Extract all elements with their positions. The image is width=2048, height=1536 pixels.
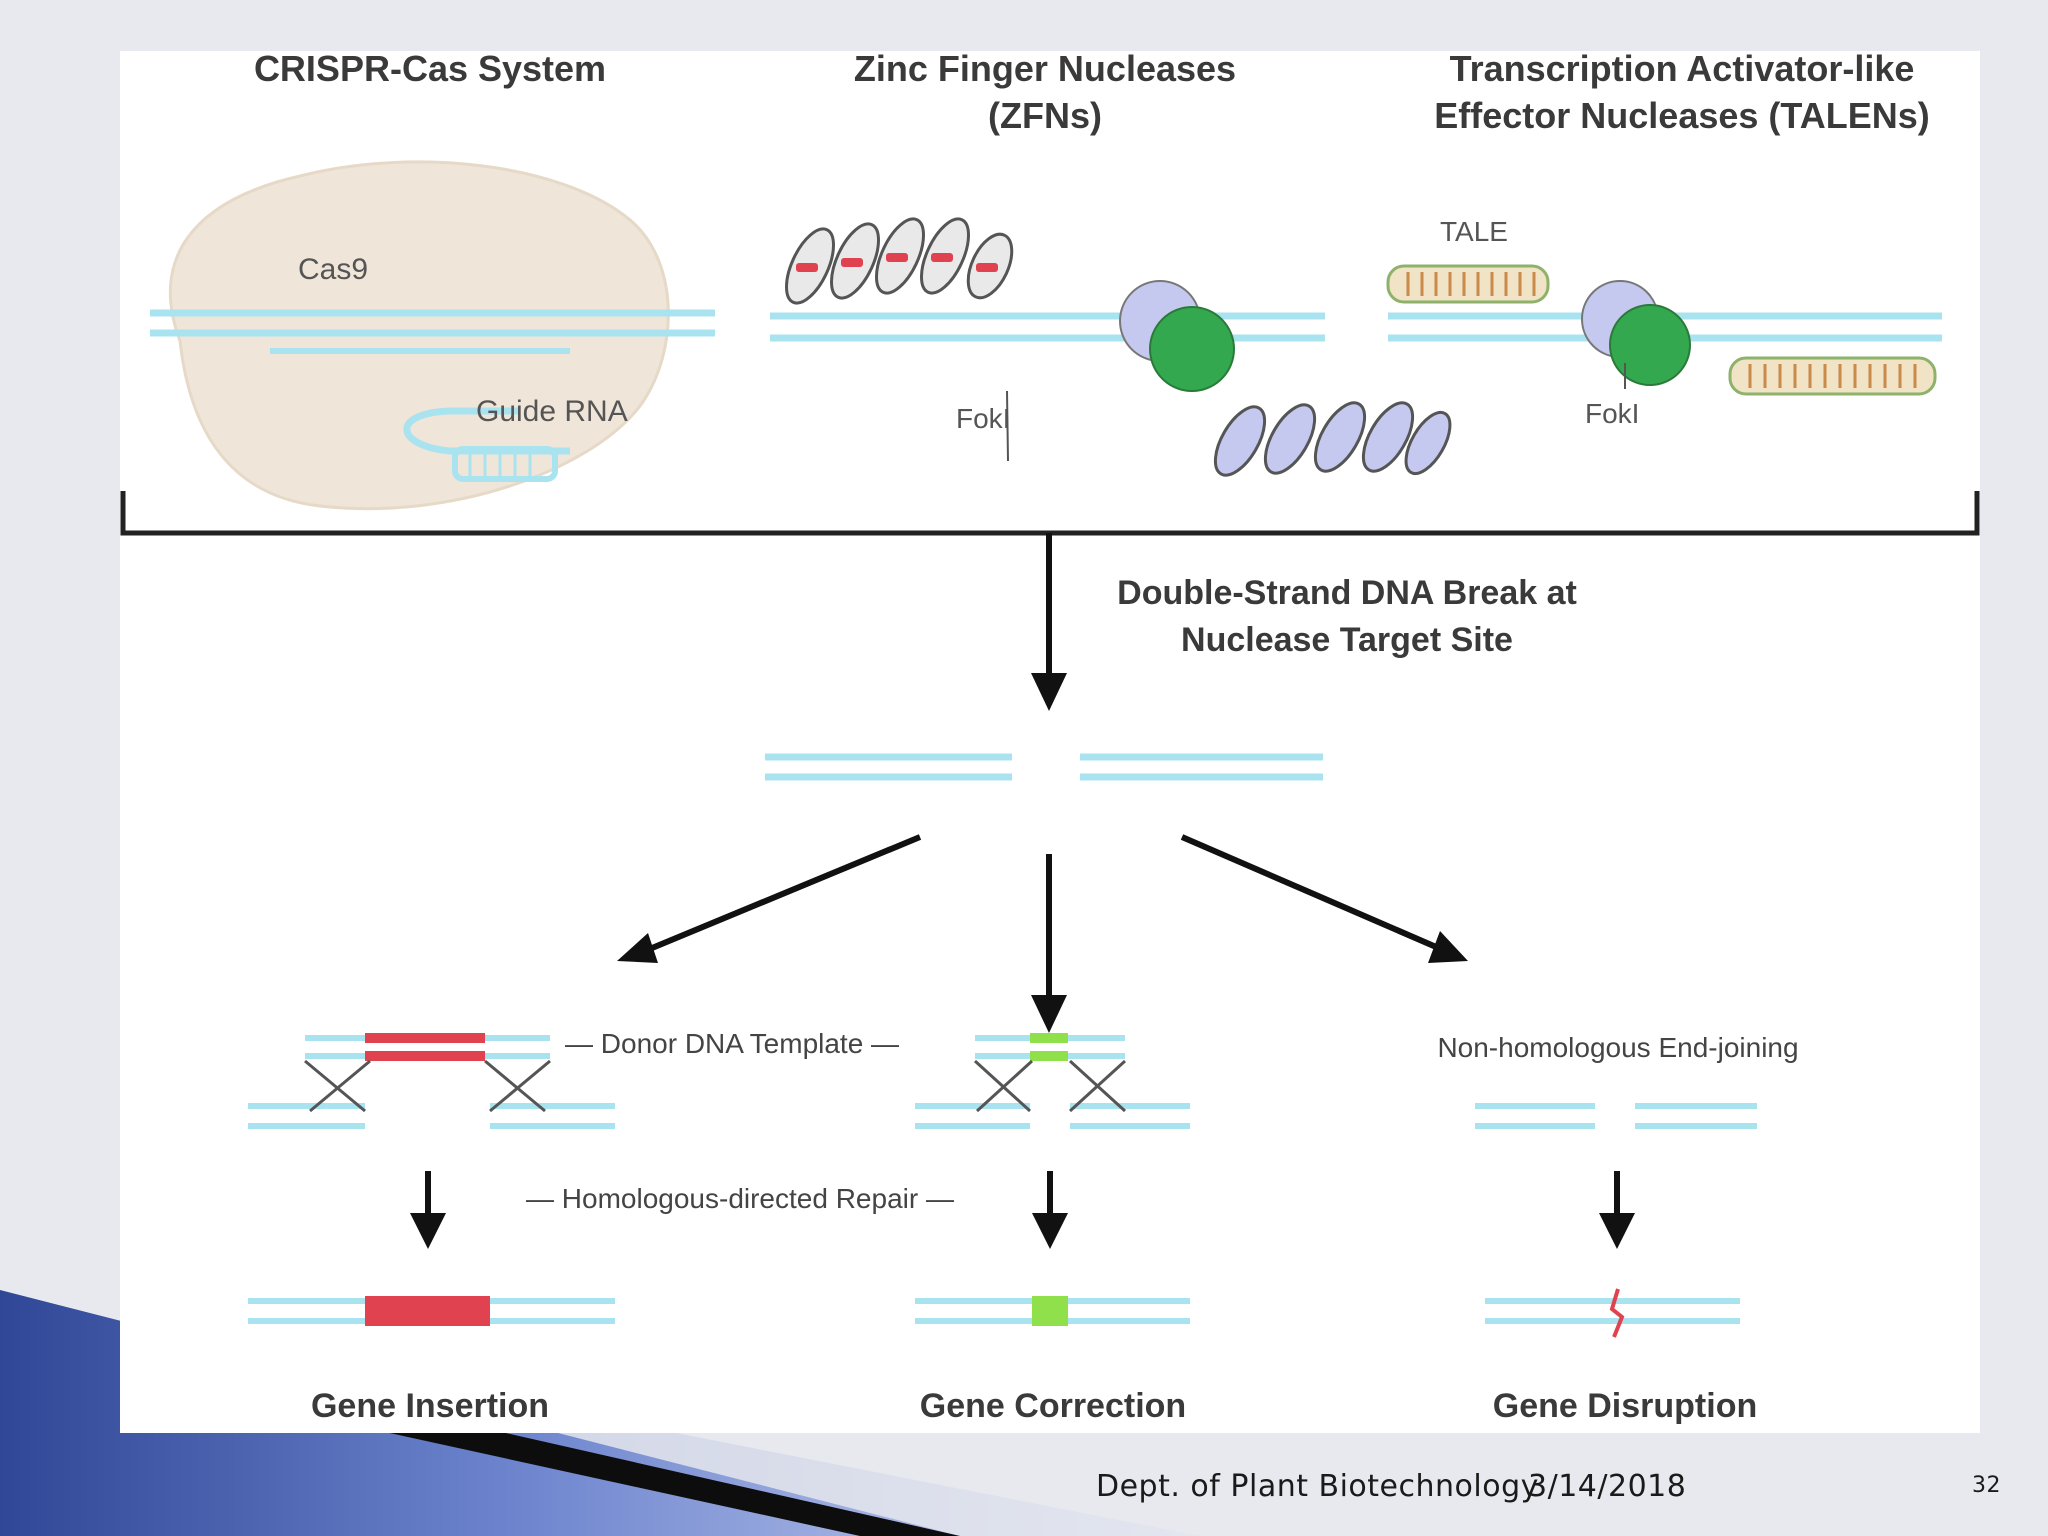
- talen-foki-dark: [1609, 304, 1691, 386]
- zfn-complex: FokI: [770, 217, 1452, 477]
- hdr-arrows: [410, 1171, 1635, 1249]
- guide-rna-label: Guide RNA: [476, 395, 628, 428]
- zfn-foki-dark: [1149, 306, 1235, 392]
- talen-foki-label: FokI: [1585, 398, 1639, 429]
- nhej-broken-dna: [1475, 1103, 1757, 1129]
- tale-repeat-bottom: [1728, 356, 1937, 396]
- nhej-label: Non-homologous End-joining: [1437, 1032, 1798, 1063]
- crispr-cas9-complex: Cas9 Guide RNA: [150, 160, 715, 511]
- talen-complex: TALE FokI: [1386, 216, 1942, 429]
- break-label-line2: Nuclease Target Site: [1181, 621, 1513, 659]
- zfn-foki-label: FokI: [956, 403, 1010, 434]
- gene-correction-label: Gene Correction: [920, 1387, 1186, 1425]
- zfn-title-line1: Zinc Finger Nucleases: [854, 51, 1236, 89]
- cas9-label: Cas9: [298, 253, 368, 286]
- insertion-repair-template: [248, 1033, 615, 1129]
- gene-insertion-label: Gene Insertion: [311, 1387, 549, 1425]
- footer-date: 3/14/2018: [1528, 1469, 1687, 1504]
- gene-disruption-result: [1485, 1288, 1740, 1338]
- gene-insertion-result: [248, 1296, 615, 1326]
- gene-correction-result: [915, 1296, 1190, 1326]
- crispr-title: CRISPR-Cas System: [254, 51, 606, 89]
- break-label-line1: Double-Strand DNA Break at: [1117, 574, 1577, 612]
- hdr-label: — Homologous-directed Repair —: [526, 1183, 954, 1214]
- genome-editing-diagram: CRISPR-Cas System Zinc Finger Nucleases …: [120, 48, 1980, 1433]
- gene-disruption-label: Gene Disruption: [1493, 1387, 1757, 1425]
- talen-title-line1: Transcription Activator-like: [1450, 51, 1915, 89]
- tale-label: TALE: [1440, 216, 1508, 247]
- tale-repeat-top: [1386, 264, 1550, 304]
- slide-number: 32: [1972, 1473, 2001, 1498]
- zfn-title-line2: (ZFNs): [988, 95, 1102, 136]
- zinc-finger-array-bottom: [1213, 401, 1452, 477]
- slide-accent-black: [330, 1400, 960, 1536]
- guide-rna-loop: [403, 407, 570, 455]
- correction-repair-template: [915, 1033, 1190, 1129]
- broken-dna: [765, 753, 1323, 781]
- pathway-arrows: [617, 834, 1468, 1033]
- donor-template-label: — Donor DNA Template —: [565, 1028, 899, 1059]
- talen-title-line2: Effector Nucleases (TALENs): [1434, 95, 1929, 136]
- footer-department: Dept. of Plant Biotechnology: [1096, 1469, 1539, 1504]
